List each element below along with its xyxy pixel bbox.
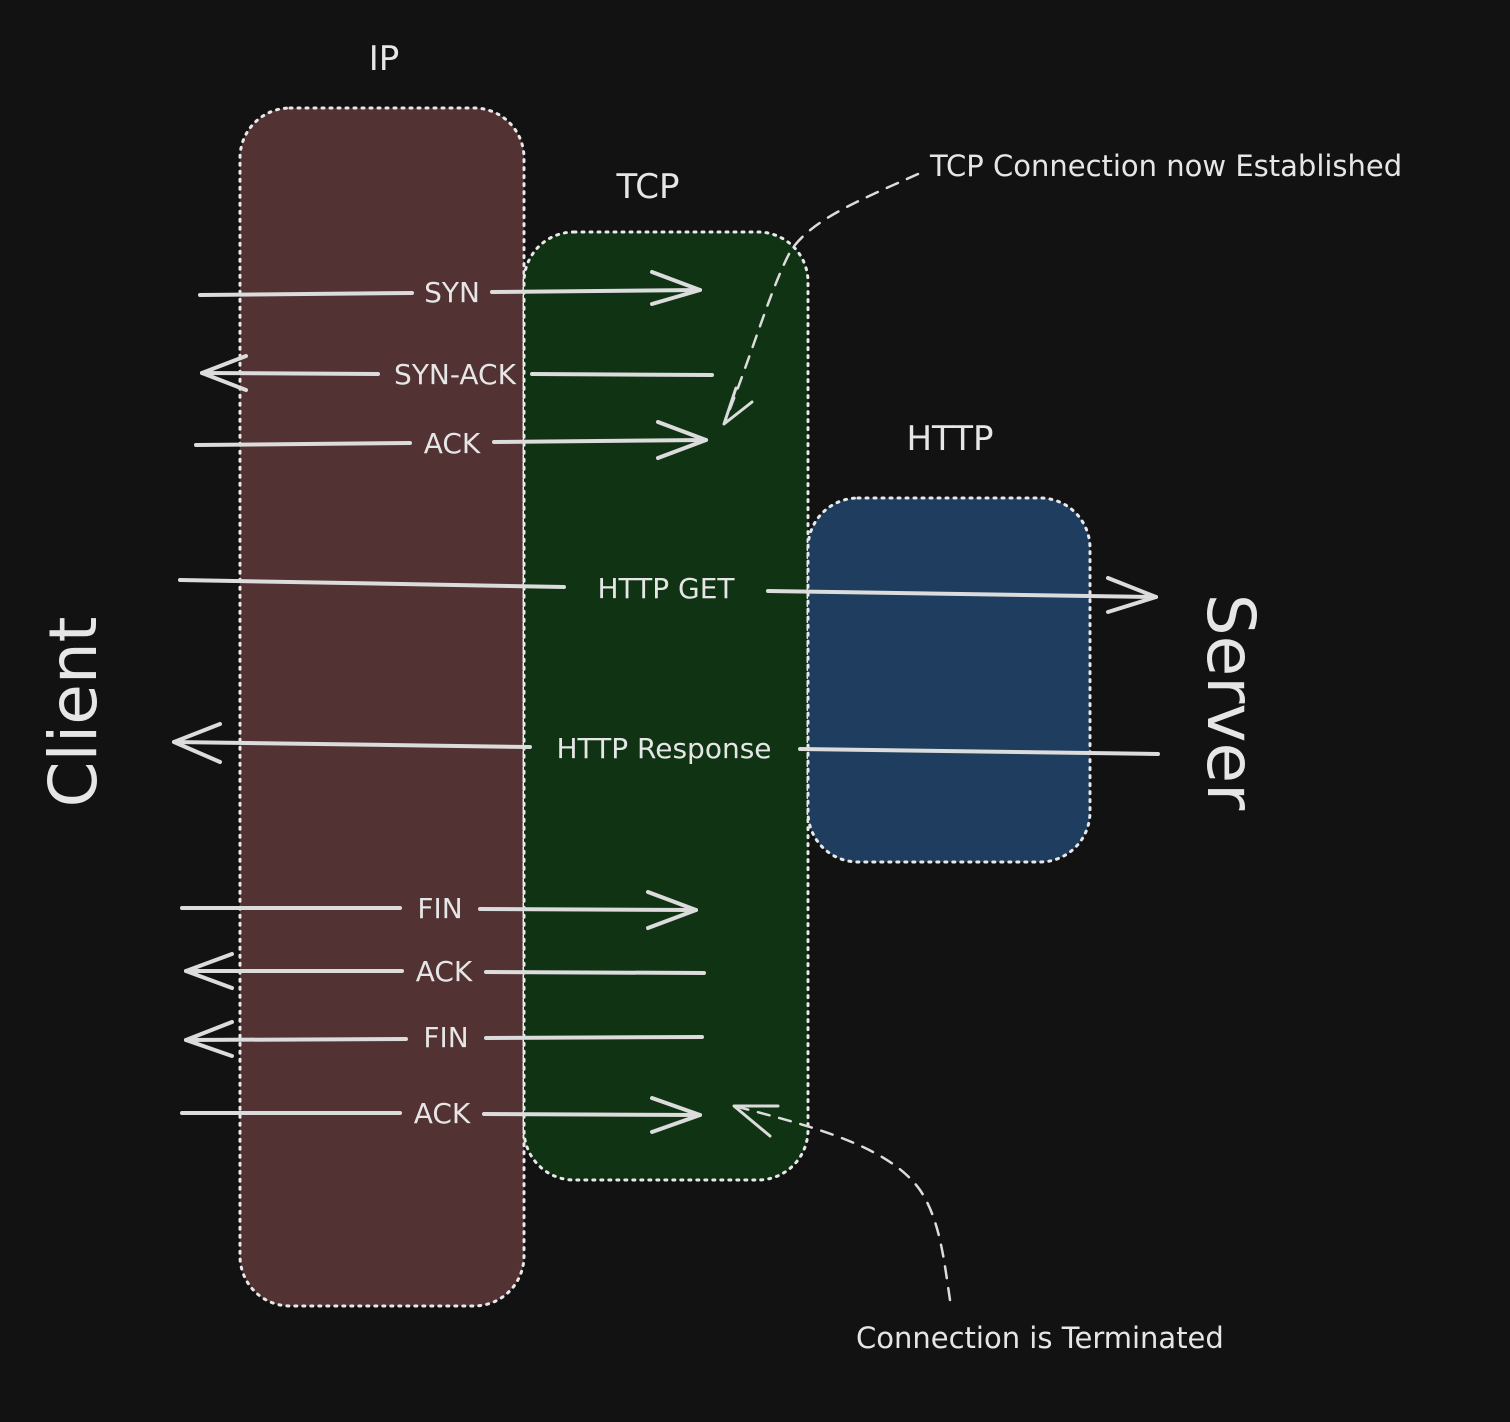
server-label: Server	[1192, 594, 1269, 811]
client-label: Client	[35, 616, 112, 807]
message-label: FIN	[423, 1021, 468, 1054]
annotation-established: TCP Connection now Established	[722, 149, 1402, 426]
message-label: SYN-ACK	[394, 358, 517, 391]
message-label: FIN	[417, 892, 462, 925]
message-syn-ack: SYN-ACK	[200, 354, 714, 392]
message-label: HTTP Response	[556, 732, 771, 765]
message-label: ACK	[424, 427, 481, 460]
message-http-get: HTTP GET	[178, 572, 1158, 614]
annotation-terminated: Connection is Terminated	[732, 1104, 1224, 1355]
message-label: ACK	[416, 955, 473, 988]
annotation-terminated-text: Connection is Terminated	[856, 1321, 1224, 1355]
message-label: SYN	[424, 276, 480, 309]
tcp-layer-box	[522, 230, 810, 1182]
message-ack-close: ACK	[184, 952, 706, 990]
message-http-response: HTTP Response	[172, 722, 1160, 765]
message-ack-handshake: ACK	[194, 420, 708, 460]
message-syn: SYN	[198, 270, 702, 309]
annotation-established-text: TCP Connection now Established	[929, 149, 1402, 183]
ip-layer-box	[238, 106, 526, 1308]
message-fin-server: FIN	[184, 1020, 704, 1058]
ip-layer-title: IP	[369, 39, 400, 79]
http-layer-title: HTTP	[906, 419, 993, 459]
message-label: HTTP GET	[597, 572, 735, 605]
http-layer-box	[806, 496, 1092, 864]
tcp-layer-title: TCP	[615, 167, 679, 207]
message-ack-final: ACK	[180, 1096, 702, 1134]
message-fin-client: FIN	[180, 890, 698, 930]
message-label: ACK	[414, 1097, 471, 1130]
